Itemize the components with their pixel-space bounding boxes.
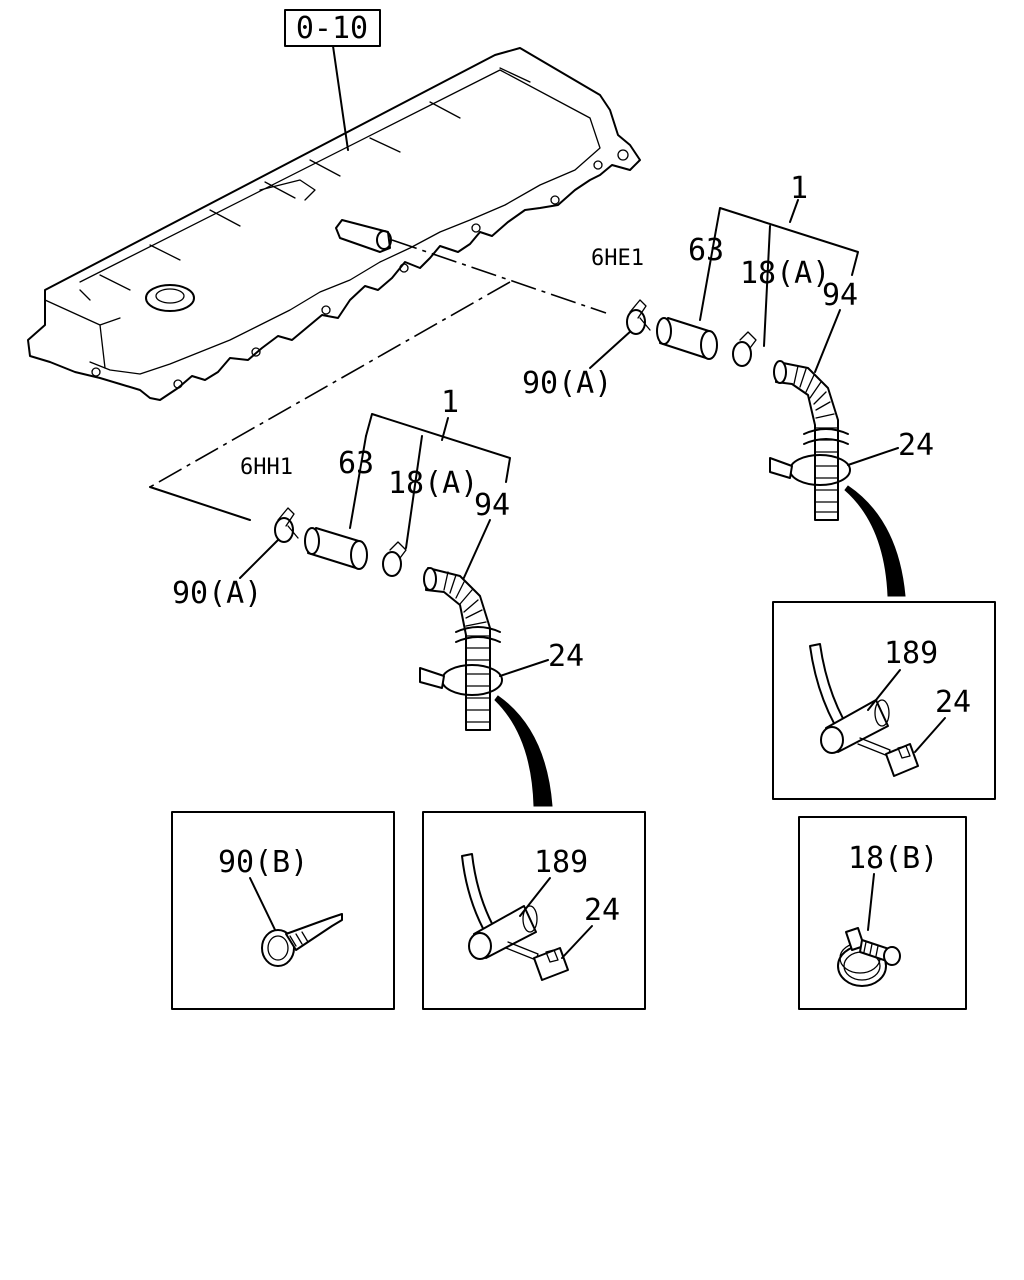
pipe-label-upper: 94 [822,278,858,313]
reference-box: 0-10 [284,9,381,151]
detail-clamp90b-label: 90(B) [218,845,308,880]
detail-sleeve-label-right: 189 [884,636,938,671]
pipe-94-lower-icon [423,567,501,731]
clamp-90a-lower-icon [274,507,299,543]
upper-leader [391,239,607,314]
clamp-18a-lower-icon [382,541,407,577]
hose-63-lower-icon [304,527,368,570]
clamp90a-label-upper: 90(A) [522,366,612,401]
assembly-label-lower: 1 [441,385,459,420]
clamp18a-label-upper: 18(A) [740,256,830,291]
clamp-18a-upper-icon [732,331,757,367]
hose-63-upper-icon [656,317,718,360]
detail-clamp18b-label: 18(B) [848,841,938,876]
detail-arrow-lower-icon [494,695,553,807]
clamp-90b-icon [261,913,343,967]
lower-leader [149,281,511,488]
detail-box-bottom-left: 90(B) [171,811,395,1010]
hose-label-upper: 63 [688,233,724,268]
upper-assembly: 1 6HE1 63 18(A) 94 90(A) [522,171,934,597]
pipe-label-lower: 94 [474,488,510,523]
hose-label-lower: 63 [338,446,374,481]
detail-band-label-right: 24 [935,685,971,720]
clamp18a-label-lower: 18(A) [388,466,478,501]
lower-assembly: 1 6HH1 63 18(A) 94 90(A) [172,385,584,807]
band-24-lower-icon [419,664,503,696]
engine-code-lower: 6HH1 [240,455,293,480]
rocker-cover [27,47,641,401]
detail-box-right-top: 189 24 [772,601,996,800]
detail-box-bottom-right: 18(B) [798,816,967,1010]
clamp-90a-upper-icon [626,299,651,335]
clamp90a-label-lower: 90(A) [172,576,262,611]
assembly-label-upper: 1 [790,171,808,206]
detail-box-bottom-mid: 189 24 [422,811,646,1010]
detail-arrow-upper-icon [844,485,906,597]
detail-band-label-mid: 24 [584,893,620,928]
band-label-upper: 24 [898,428,934,463]
band-24-upper-icon [769,454,851,486]
reference-label: 0-10 [296,11,368,46]
engine-code-upper: 6HE1 [591,246,644,271]
pipe-94-upper-icon [773,360,849,521]
clamp-18b-icon [837,927,901,987]
detail-sleeve-label-mid: 189 [534,845,588,880]
band-label-lower: 24 [548,639,584,674]
